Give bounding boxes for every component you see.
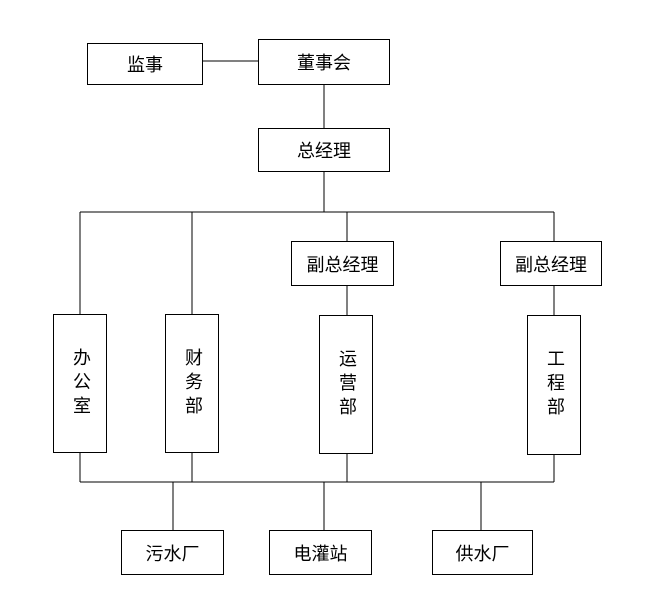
gm-box: 总经理 <box>258 128 390 172</box>
finance-label: 财务部 <box>182 347 203 420</box>
supervisor-box: 监事 <box>87 43 203 85</box>
vp1-box: 副总经理 <box>291 241 394 286</box>
board-box: 董事会 <box>258 39 390 85</box>
operations-label: 运营部 <box>336 348 357 421</box>
irrigation-station-box: 电灌站 <box>269 530 372 575</box>
engineering-label: 工程部 <box>544 349 565 421</box>
sewage-plant-box: 污水厂 <box>121 530 224 575</box>
office-label: 办公室 <box>70 347 91 420</box>
vp2-box: 副总经理 <box>500 241 602 286</box>
engineering-box: 工程部 <box>527 315 581 455</box>
finance-box: 财务部 <box>165 314 219 453</box>
office-box: 办公室 <box>53 314 107 453</box>
operations-box: 运营部 <box>319 315 373 454</box>
water-supply-plant-box: 供水厂 <box>432 530 533 575</box>
